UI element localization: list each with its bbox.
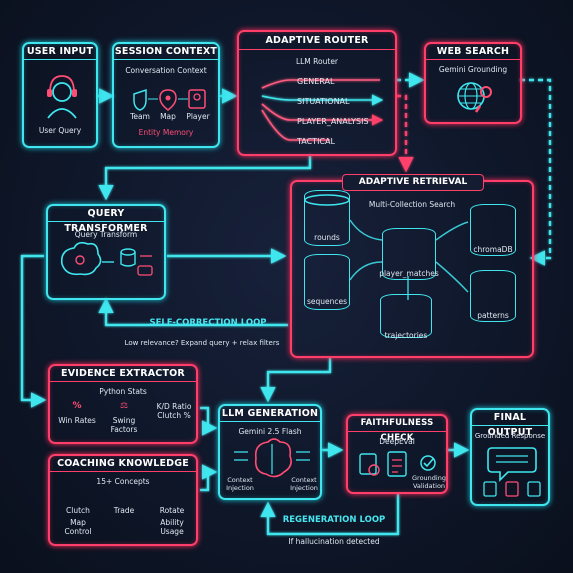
python-stats-subtitle: Python Stats: [99, 387, 147, 396]
arrow-evidence-to-llm: [200, 406, 218, 436]
session-context-box: SESSION CONTEXT Conversation Context Tea…: [112, 42, 220, 148]
user-query-caption: User Query: [38, 126, 82, 135]
concepts-subtitle: 15+ Concepts: [96, 477, 150, 486]
map-pin-icon: [159, 89, 177, 111]
win-rates-label: Win Rates: [58, 416, 96, 425]
adaptive-router-box: ADAPTIVE ROUTER LLM Router GENERAL SITUA…: [237, 30, 397, 156]
arrow-router-to-retrieval: [396, 94, 414, 173]
player-icon: [188, 89, 206, 109]
llm-router-subtitle: LLM Router: [295, 57, 339, 66]
collection-player-matches: player_matches: [379, 228, 439, 280]
query-transformer-box: QUERY TRANSFORMER Query Transform: [46, 204, 166, 300]
session-context-title: SESSION CONTEXT: [114, 44, 218, 60]
collection-trajectories-label: trajectories: [384, 331, 428, 340]
concept-clutch: Clutch: [66, 506, 90, 515]
query-transform-subtitle: Query Transform: [74, 230, 138, 239]
concept-map-control: Map Control: [64, 518, 92, 536]
final-output-title: FINAL OUTPUT: [472, 410, 548, 438]
query-transformer-title: QUERY TRANSFORMER: [48, 206, 164, 234]
self-correction-note: Low relevance? Expand query + relax filt…: [124, 339, 280, 347]
arrow-retrieval-to-llm: [260, 358, 332, 403]
session-item-player: Player: [186, 112, 210, 121]
route-player-analysis: PLAYER_ANALYSIS: [297, 117, 369, 126]
headset-user-icon: [47, 75, 77, 119]
session-context-subtitle: Conversation Context: [125, 66, 207, 75]
team-shield-icon: [133, 88, 147, 111]
user-input-box: USER INPUT User Query: [22, 42, 98, 148]
collection-patterns: patterns: [470, 270, 516, 322]
coaching-knowledge-box: COACHING KNOWLEDGE 15+ Concepts Clutch T…: [48, 454, 198, 546]
context-injection-right: Context Injection: [290, 476, 318, 492]
collection-rounds: rounds: [304, 190, 350, 246]
llm-generation-title: LLM GENERATION: [220, 406, 320, 422]
adaptive-router-title: ADAPTIVE ROUTER: [239, 32, 395, 50]
web-search-box: WEB SEARCH Gemini Grounding: [424, 42, 522, 124]
self-correction-title: SELF-CORRECTION LOOP: [149, 318, 267, 328]
self-correction-arrow: [98, 297, 288, 327]
win-rates-icon: %: [72, 401, 82, 411]
concept-trade: Trade: [113, 506, 135, 515]
collection-chromadb: chromaDB: [470, 204, 516, 256]
arrow-left-loop: [20, 254, 47, 408]
collection-chromadb-label: chromaDB: [473, 245, 513, 254]
collection-trajectories: trajectories: [380, 294, 432, 340]
adaptive-retrieval-box: ADAPTIVE RETRIEVAL Multi-Collection Sear…: [290, 174, 534, 358]
kd-ratio-clutch-label: K/D Ratio Clutch %: [156, 402, 192, 420]
transform-brain-icon: [60, 241, 153, 276]
multi-collection-subtitle: Multi-Collection Search: [368, 200, 456, 209]
arrow-coaching-to-llm: [200, 464, 218, 492]
faithfulness-check-title: FAITHFULNESS CHECK: [348, 416, 446, 443]
evidence-extractor-box: EVIDENCE EXTRACTOR Python Stats % Win Ra…: [48, 364, 198, 444]
faithfulness-check-box: FAITHFULNESS CHECK DeepEval Grounding Va…: [346, 414, 448, 494]
grounded-response-subtitle: Grounded Response: [474, 432, 546, 440]
adaptive-retrieval-title: ADAPTIVE RETRIEVAL: [342, 174, 484, 191]
chat-documents-icon: [483, 447, 541, 497]
session-icons: [133, 88, 206, 111]
collection-sequences: sequences: [304, 254, 350, 310]
globe-search-icon: [457, 82, 492, 113]
collection-rounds-label: rounds: [314, 233, 340, 242]
regeneration-note: If hallucination detected: [288, 537, 380, 546]
collection-player-matches-label: player_matches: [379, 269, 439, 278]
arrow-websearch-to-retrieval: [520, 78, 552, 266]
entity-memory-label: Entity Memory: [138, 128, 194, 137]
collection-sequences-label: sequences: [306, 297, 348, 306]
gemini-flash-subtitle: Gemini 2.5 Flash: [238, 427, 302, 436]
coaching-knowledge-title: COACHING KNOWLEDGE: [50, 456, 196, 472]
validation-checklist-icon: [359, 451, 436, 477]
concept-rotate: Rotate: [159, 506, 185, 515]
regeneration-loop-title: REGENERATION LOOP: [282, 515, 386, 525]
collection-patterns-label: patterns: [477, 311, 509, 320]
final-output-box: FINAL OUTPUT Grounded Response: [470, 408, 550, 506]
route-tactical: TACTICAL: [297, 137, 335, 146]
session-item-map: Map: [160, 112, 176, 121]
swing-factors-icon: ⚖: [119, 401, 129, 411]
regeneration-arrow: [260, 494, 400, 536]
route-general: GENERAL: [297, 77, 335, 86]
web-search-title: WEB SEARCH: [426, 44, 520, 60]
evidence-extractor-title: EVIDENCE EXTRACTOR: [50, 366, 196, 382]
swing-factors-label: Swing Factors: [110, 416, 138, 434]
session-item-team: Team: [130, 112, 150, 121]
user-input-title: USER INPUT: [24, 44, 96, 60]
concept-ability-usage: Ability Usage: [160, 518, 184, 536]
arrow-router-to-transformer: [98, 155, 312, 201]
gemini-grounding-subtitle: Gemini Grounding: [438, 65, 508, 74]
context-injection-left: Context Injection: [226, 476, 254, 492]
grounding-validation-caption: Grounding Validation: [412, 474, 446, 490]
llm-generation-box: LLM GENERATION Gemini 2.5 Flash Context …: [218, 404, 322, 500]
deepeval-subtitle: DeepEval: [379, 437, 415, 446]
brain-chip-icon: [234, 438, 310, 478]
route-situational: SITUATIONAL: [297, 97, 350, 106]
